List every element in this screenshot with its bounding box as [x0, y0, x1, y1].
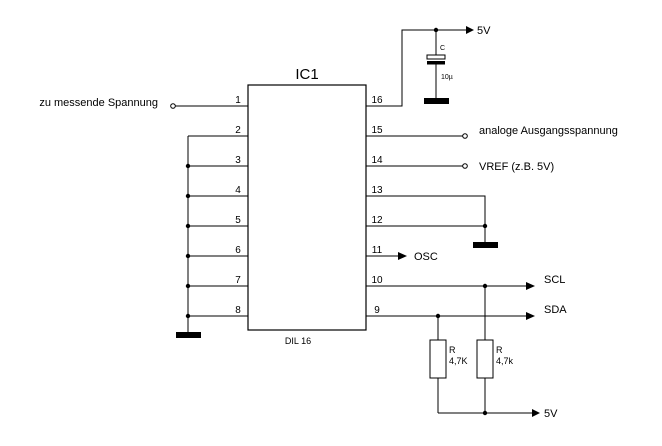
pin-number-10: 10 — [371, 275, 383, 286]
pin-number-4: 4 — [235, 185, 241, 196]
ground-symbol-right — [473, 242, 498, 248]
ground-symbol-capacitor — [424, 98, 449, 104]
resistor-sda-name: R — [449, 345, 456, 355]
capacitor-name: C — [440, 45, 445, 52]
vref-terminal — [462, 163, 468, 169]
left-pin-leads — [175, 105, 248, 333]
pin-number-11: 11 — [372, 245, 383, 256]
ic-body — [247, 84, 367, 331]
pin-number-2: 2 — [235, 125, 241, 136]
pin-number-3: 3 — [235, 155, 241, 166]
pin-number-5: 5 — [235, 215, 241, 226]
analog-out-terminal — [462, 133, 468, 139]
pin-number-9: 9 — [374, 305, 380, 316]
right-pin-leads — [366, 29, 532, 414]
scl-label: SCL — [544, 274, 565, 286]
supply-arrow-bottom — [532, 409, 540, 417]
capacitor: C 10µ — [426, 45, 453, 81]
junction-pullup-bottom — [482, 410, 488, 416]
pin-number-14: 14 — [371, 155, 383, 166]
supply-arrow-top — [466, 26, 474, 34]
capacitor-value: 10µ — [441, 74, 453, 81]
supply-label-bottom: 5V — [544, 408, 558, 420]
resistor-scl-value: 4,7k — [496, 356, 514, 366]
resistor-scl: R 4,7k — [476, 339, 514, 379]
vref-label: VREF (z.B. 5V) — [479, 161, 554, 173]
pin-number-16: 16 — [371, 95, 383, 106]
junction-sda — [435, 313, 441, 319]
input-terminal — [170, 103, 176, 109]
input-label: zu messende Spannung — [39, 97, 158, 109]
junction-supply-top — [433, 27, 439, 33]
resistor-scl-name: R — [496, 345, 503, 355]
pin-number-6: 6 — [235, 245, 241, 256]
sda-arrow — [526, 312, 535, 320]
junction-pin12 — [482, 223, 488, 229]
resistor-sda-value: 4,7K — [449, 356, 468, 366]
pin-number-12: 12 — [371, 215, 383, 226]
analog-out-label: analoge Ausgangsspannung — [479, 125, 618, 137]
resistor-sda: R 4,7K — [429, 339, 468, 379]
junction-scl — [482, 283, 488, 289]
pin-number-13: 13 — [371, 185, 383, 196]
pin-number-1: 1 — [235, 95, 241, 106]
pin-number-7: 7 — [235, 275, 241, 286]
ic-name: IC1 — [295, 66, 318, 83]
sda-label: SDA — [544, 304, 567, 316]
left-bus-junctions — [185, 163, 191, 319]
ic-package-label: DIL 16 — [285, 336, 311, 346]
supply-label-top: 5V — [477, 25, 491, 37]
osc-arrow — [398, 252, 407, 260]
scl-arrow — [526, 282, 535, 290]
pin-number-15: 15 — [371, 125, 383, 136]
ground-symbol-left — [176, 332, 201, 338]
pin-number-8: 8 — [235, 305, 241, 316]
osc-label: OSC — [414, 251, 438, 263]
